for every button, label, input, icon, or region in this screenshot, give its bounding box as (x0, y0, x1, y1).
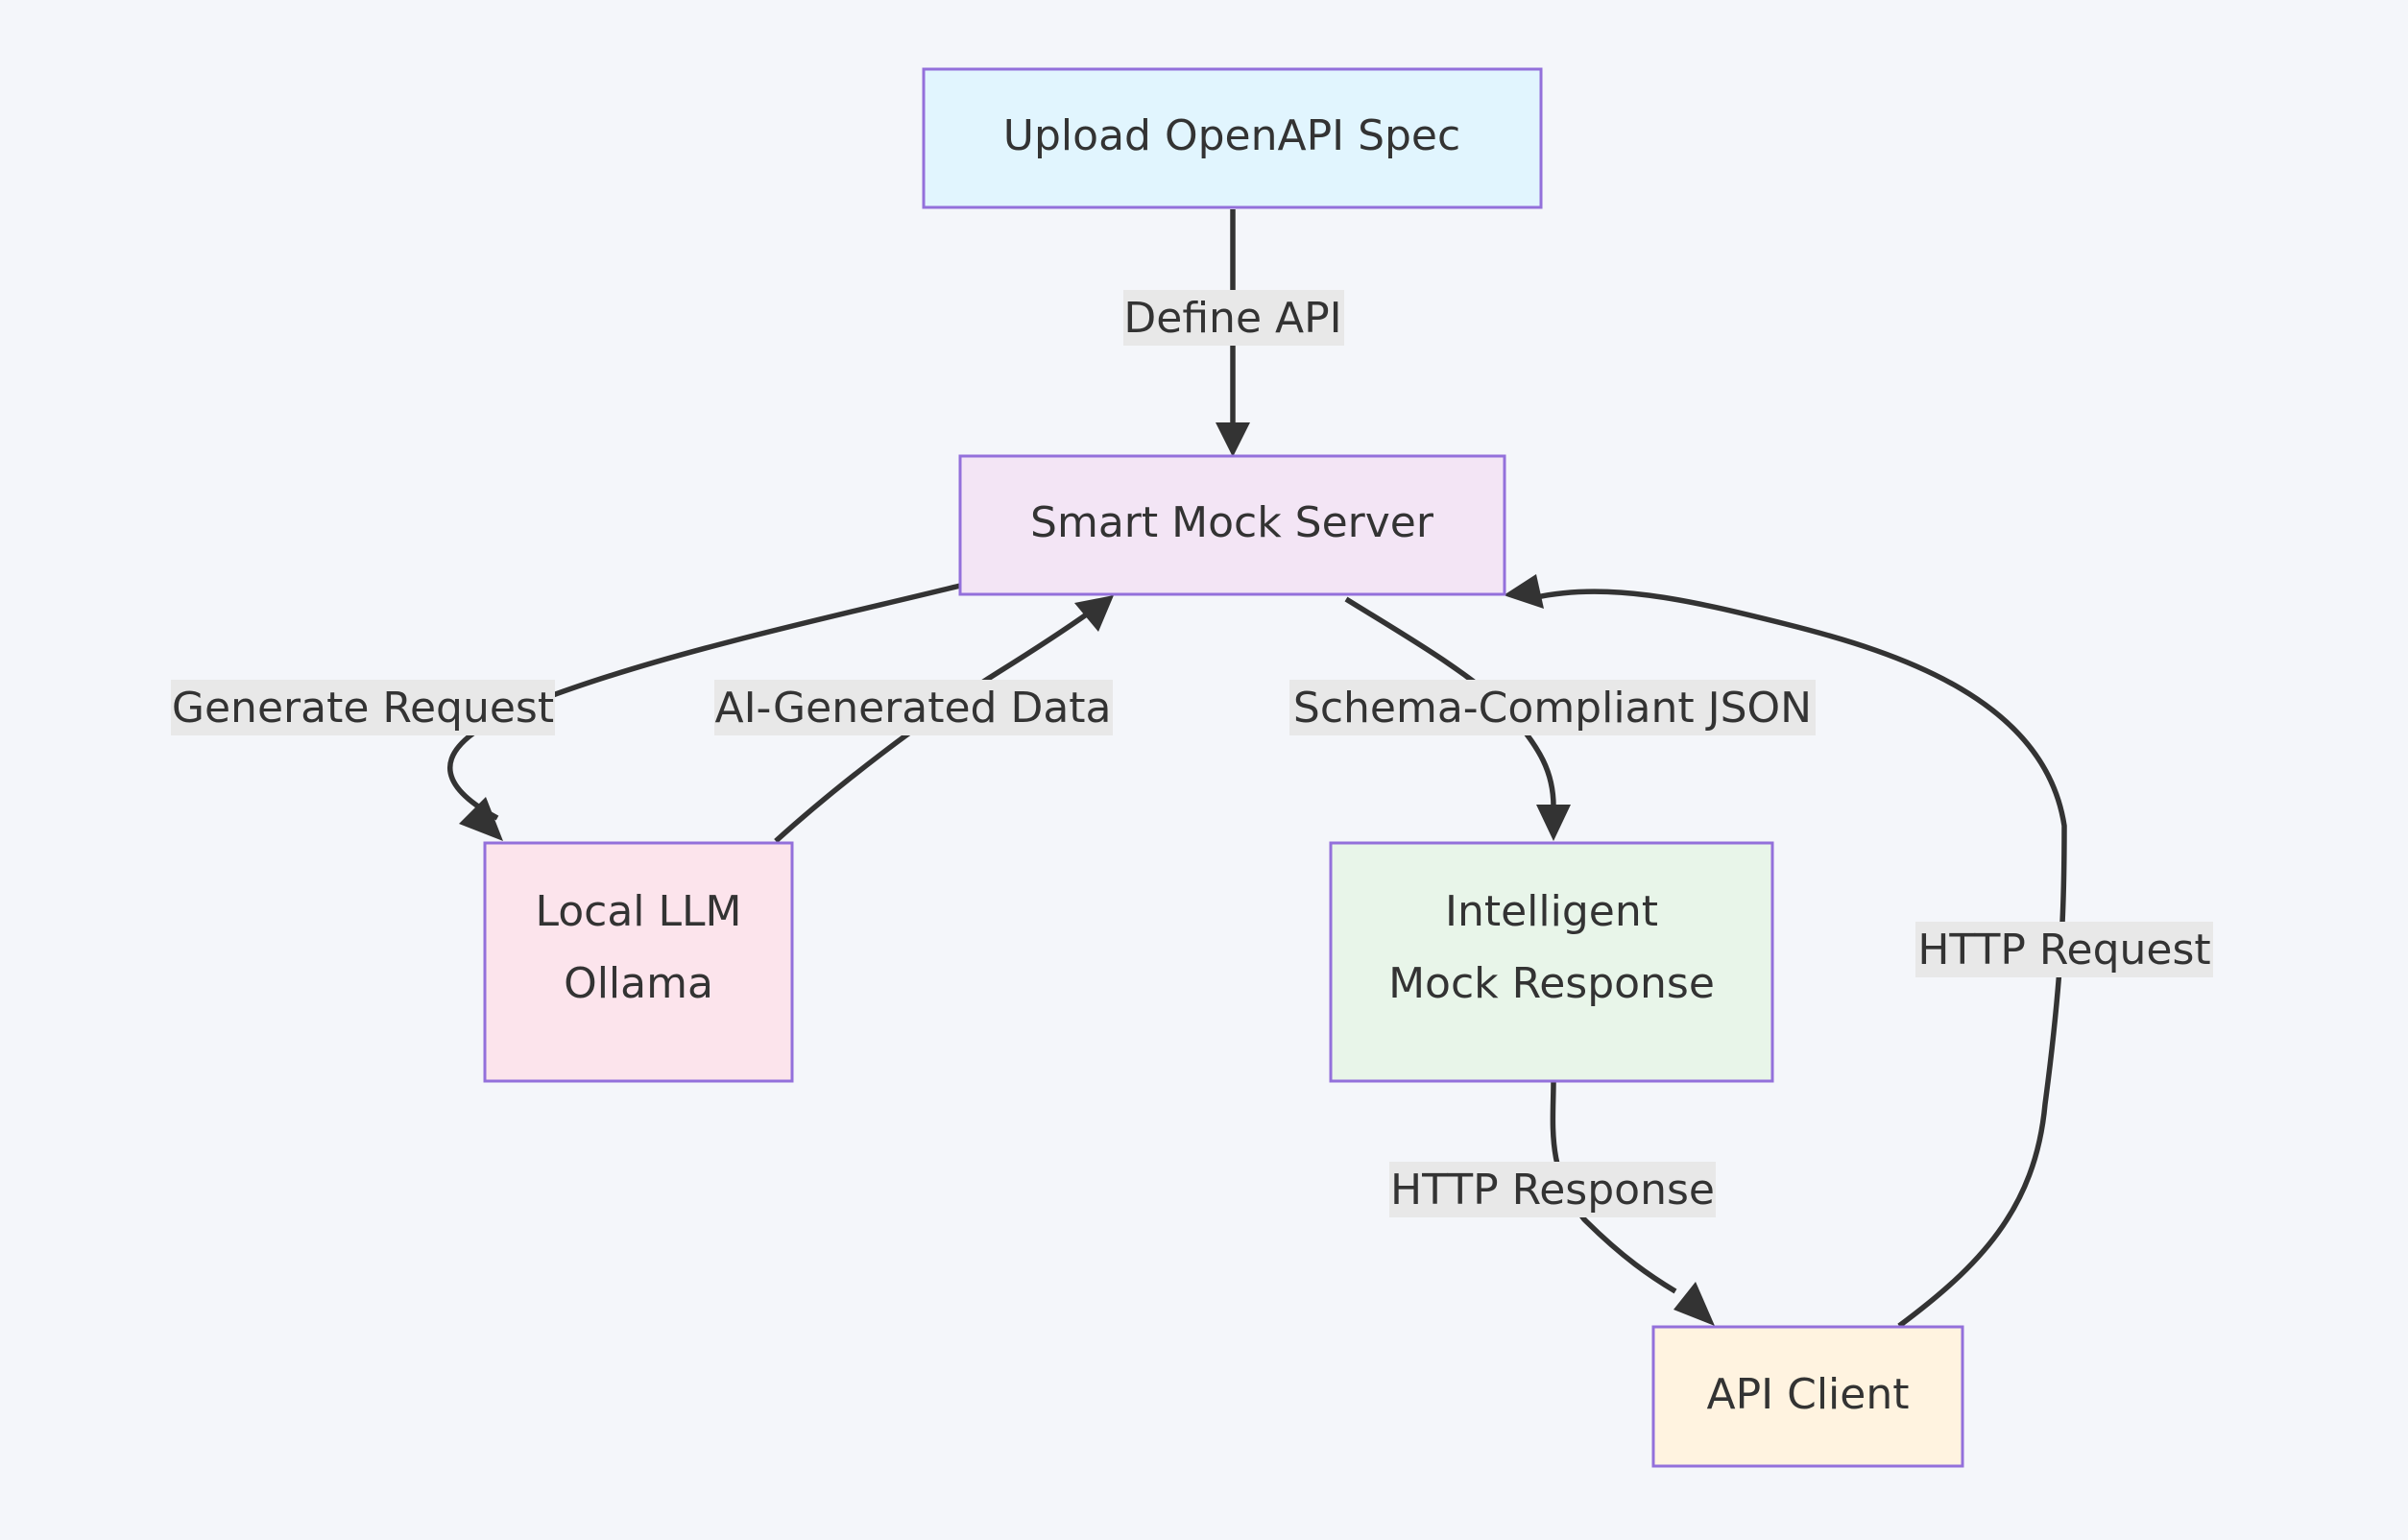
arrowhead-ai-generated-data (1074, 595, 1114, 632)
edge-generate-request[interactable] (447, 583, 961, 821)
node-api-client[interactable]: API Client (1651, 1325, 1964, 1468)
node-box (1329, 841, 1774, 1083)
node-label-line-1: Local LLM (535, 887, 741, 936)
arrowhead-http-request (1504, 574, 1544, 609)
edge-http-response[interactable] (1550, 1080, 1677, 1294)
node-upload-openapi-spec[interactable]: Upload OpenAPI Spec (922, 67, 1543, 209)
edge-label-http-request: HTTP Request (1915, 922, 2213, 977)
svg-text:HTTP Response: HTTP Response (1390, 1166, 1715, 1215)
node-label: API Client (1707, 1370, 1910, 1419)
node-box (958, 454, 1506, 596)
svg-text:Schema-Compliant JSON: Schema-Compliant JSON (1293, 684, 1812, 733)
edge-label-generate-request: Generate Request (171, 680, 555, 735)
svg-text:Generate Request: Generate Request (172, 684, 554, 733)
node-label: Upload OpenAPI Spec (1003, 111, 1460, 160)
edge-http-request[interactable] (1528, 589, 2067, 1329)
arrowhead-http-response (1674, 1282, 1715, 1326)
svg-text:HTTP Request: HTTP Request (1917, 926, 2210, 975)
node-smart-mock-server[interactable]: Smart Mock Server (958, 454, 1506, 596)
node-label: Smart Mock Server (1030, 498, 1434, 547)
node-label-line-2: Ollama (564, 959, 713, 1008)
svg-text:Define API: Define API (1123, 294, 1341, 343)
edges (447, 209, 2067, 1329)
edge-label-http-response: HTTP Response (1389, 1162, 1716, 1217)
node-label-line-1: Intelligent (1445, 887, 1658, 936)
arrowhead-define-api (1216, 422, 1250, 457)
node-box (1651, 1325, 1964, 1468)
node-box (483, 841, 794, 1083)
node-box (922, 67, 1543, 209)
edge-labels: Define API Generate Request AI-Generated… (171, 290, 2213, 1217)
node-label-line-2: Mock Response (1388, 959, 1715, 1008)
svg-text:AI-Generated Data: AI-Generated Data (714, 684, 1111, 733)
arrowheads (459, 422, 1715, 1326)
arrowhead-schema-compliant-json (1536, 805, 1571, 841)
arrowhead-generate-request (459, 797, 503, 841)
edge-label-define-api: Define API (1123, 290, 1344, 346)
edge-label-ai-generated-data: AI-Generated Data (714, 680, 1113, 735)
node-intelligent-mock-response[interactable]: Intelligent Mock Response (1329, 841, 1774, 1083)
node-local-llm[interactable]: Local LLM Ollama (483, 841, 794, 1083)
edge-label-schema-compliant-json: Schema-Compliant JSON (1289, 680, 1816, 735)
